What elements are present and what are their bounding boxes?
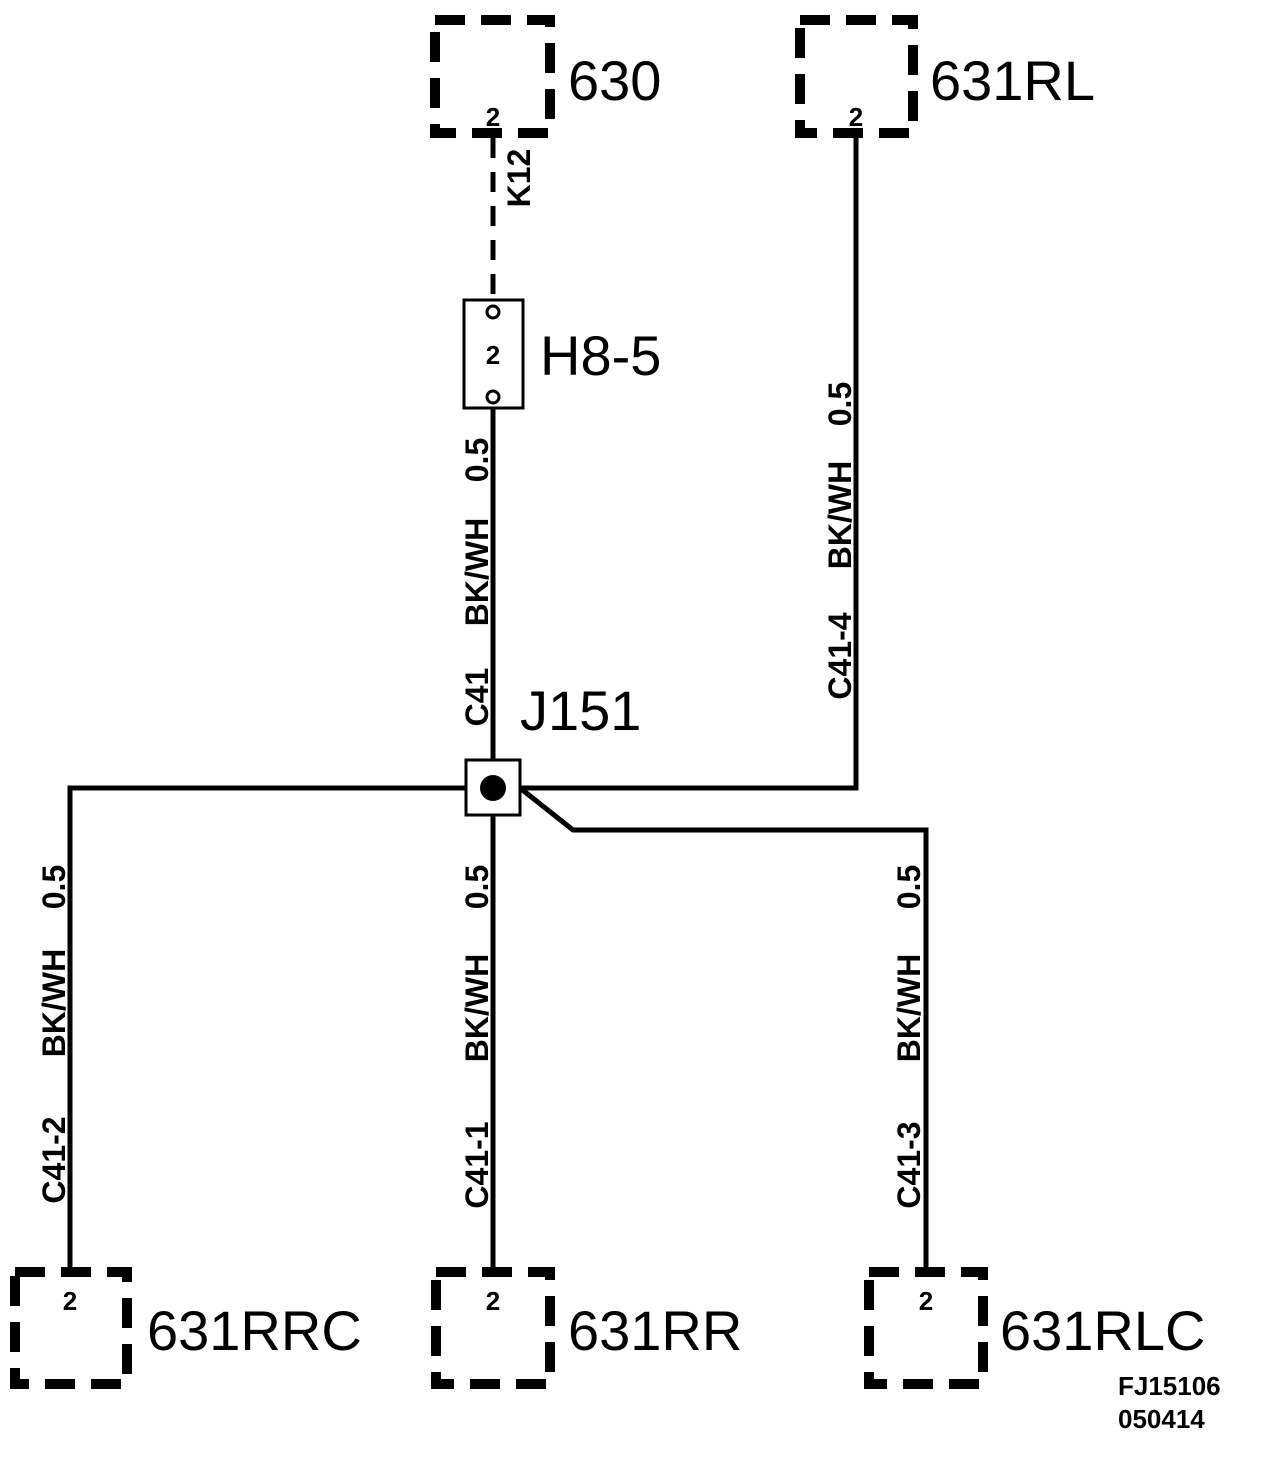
wire-c41-2-size: 0.5: [36, 865, 72, 909]
wire-c41-1-color: BK/WH: [459, 954, 495, 1062]
inline-connector-h8-5[interactable]: 2 H8-5: [462, 298, 661, 410]
wire-c41-4-color: BK/WH: [822, 461, 858, 569]
connector-631rrc-label: 631RRC: [147, 1299, 362, 1362]
inline-connector-bottom-terminal: [485, 389, 501, 405]
connector-631rlc-outline: [864, 1267, 988, 1389]
connector-630-outline: [430, 15, 555, 138]
connector-631rrc[interactable]: 2 631RRC: [10, 1267, 362, 1389]
splice-j151-label: J151: [520, 679, 641, 742]
wire-c41-3-circuit: C41-3: [891, 1121, 927, 1208]
wire-label-c41: 0.5 BK/WH C41: [459, 438, 495, 727]
wire-label-c41-3: 0.5 BK/WH C41-3: [891, 865, 927, 1209]
wire-c41-2-color: BK/WH: [36, 949, 72, 1057]
wire-c41-2: [67, 785, 466, 1270]
connector-631rl-outline: [795, 15, 918, 138]
connector-630[interactable]: 2 630: [430, 15, 661, 138]
wire-c41-size: 0.5: [459, 438, 495, 482]
connector-631rr-pin: 2: [486, 1286, 500, 1316]
wire-label-c41-2: 0.5 BK/WH C41-2: [36, 865, 72, 1204]
wire-c41-circuit: C41: [459, 668, 495, 727]
wire-c41-color: BK/WH: [459, 518, 495, 626]
inline-connector-h8-5-label: H8-5: [540, 324, 661, 387]
wire-c41-1-size: 0.5: [459, 865, 495, 909]
connector-631rlc-pin: 2: [919, 1286, 933, 1316]
connector-631rl[interactable]: 2 631RL: [795, 15, 1095, 138]
connector-631rl-pin: 2: [849, 102, 863, 132]
figure-reference-date: 050414: [1118, 1404, 1205, 1434]
connector-631rr-outline: [431, 1267, 555, 1389]
splice-j151-dot: [480, 775, 506, 801]
wire-c41-3-color: BK/WH: [891, 954, 927, 1062]
connector-631rr[interactable]: 2 631RR: [431, 1267, 742, 1389]
wire-c41-3: [518, 786, 929, 1270]
connector-631rl-label: 631RL: [930, 49, 1095, 112]
connector-631rlc[interactable]: 2 631RLC: [864, 1267, 1205, 1389]
connector-631rrc-outline: [10, 1267, 132, 1389]
wire-c41-4-circuit: C41-4: [822, 612, 858, 699]
figure-reference: FJ15106 050414: [1118, 1371, 1221, 1434]
connector-630-pin: 2: [486, 102, 500, 132]
splice-j151-box: [464, 758, 522, 817]
connector-631rlc-label: 631RLC: [1000, 1299, 1205, 1362]
wire-label-c41-4: 0.5 BK/WH C41-4: [822, 382, 858, 700]
inline-connector-top-terminal: [485, 304, 501, 320]
connector-631rr-label: 631RR: [568, 1299, 742, 1362]
connector-630-label: 630: [568, 49, 661, 112]
wire-c41-4-size: 0.5: [822, 382, 858, 426]
wire-label-c41-1: 0.5 BK/WH C41-1: [459, 865, 495, 1209]
wire-c41-1-circuit: C41-1: [459, 1121, 495, 1208]
wire-c41-4: [520, 138, 859, 791]
connector-631rrc-pin: 2: [63, 1286, 77, 1316]
harness-code-label: K12: [501, 149, 537, 208]
splice-j151[interactable]: J151: [464, 679, 641, 817]
wire-c41-2-circuit: C41-2: [36, 1116, 72, 1203]
wire-c41-3-size: 0.5: [891, 865, 927, 909]
figure-reference-code: FJ15106: [1118, 1371, 1221, 1401]
inline-connector-h8-5-pin: 2: [486, 340, 500, 370]
